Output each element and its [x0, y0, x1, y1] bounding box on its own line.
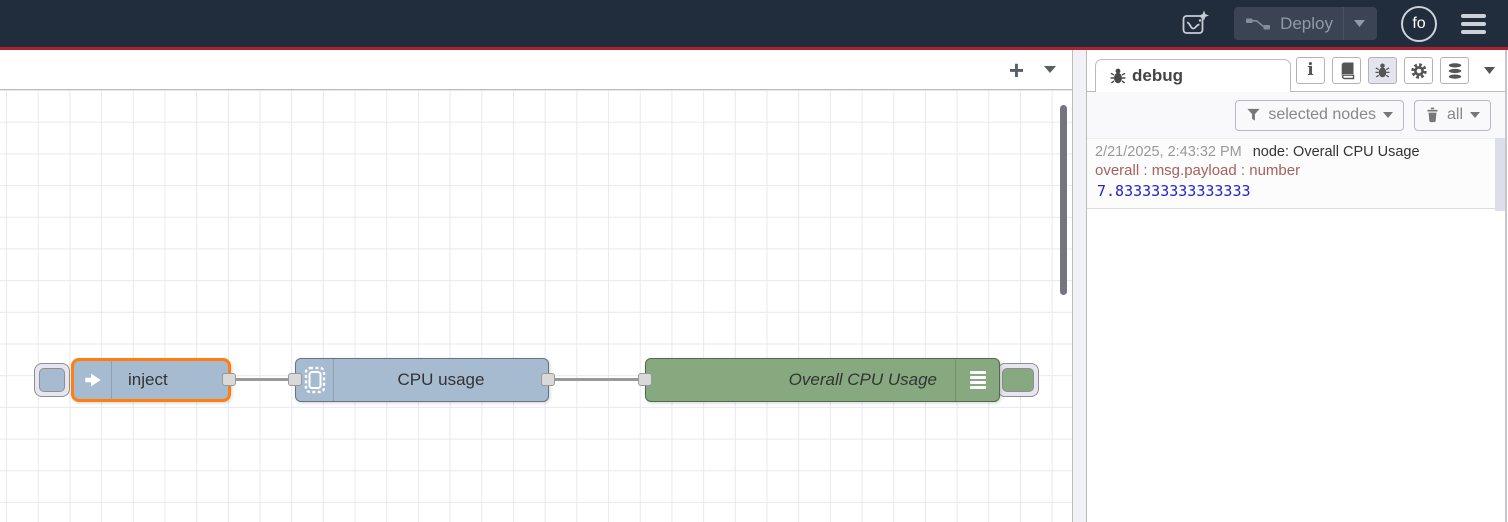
sidebar-dropdown-icon[interactable]	[1484, 67, 1495, 74]
message-value[interactable]: 7.833333333333333	[1097, 182, 1251, 200]
node-overall-cpu-usage[interactable]: Overall CPU Usage	[645, 358, 1000, 402]
tab-debug[interactable]: debug	[1095, 59, 1291, 92]
assistant-button[interactable]	[1180, 9, 1210, 39]
debug-message[interactable]: 2/21/2025, 2:43:32 PM node: Overall CPU …	[1087, 138, 1495, 209]
clear-messages-button[interactable]: all	[1413, 99, 1491, 131]
add-flow-button[interactable]: +	[1008, 54, 1024, 85]
hamburger-icon	[1461, 13, 1486, 34]
port-output[interactable]	[222, 373, 236, 386]
debug-toggle-button[interactable]	[997, 363, 1039, 397]
database-icon	[1446, 61, 1464, 80]
trash-icon	[1425, 107, 1440, 123]
bug-icon	[1109, 67, 1127, 85]
inject-arrow-icon	[74, 361, 112, 399]
assistant-icon	[1180, 9, 1210, 39]
header: Deploy fo	[0, 0, 1508, 47]
config-nodes-button[interactable]	[1404, 57, 1433, 84]
debug-message-list: 2/21/2025, 2:43:32 PM node: Overall CPU …	[1087, 138, 1507, 522]
debug-panel-button[interactable]	[1368, 57, 1397, 84]
filter-nodes-label: selected nodes	[1268, 106, 1376, 123]
node-cpu-usage[interactable]: CPU usage	[295, 358, 549, 402]
workspace: + inject	[0, 50, 1073, 522]
cpu-chip-icon	[296, 359, 334, 401]
sidebar: debug i	[1086, 50, 1507, 522]
chevron-down-icon	[1470, 112, 1480, 118]
sidebar-splitter[interactable]	[1073, 50, 1086, 522]
context-data-button[interactable]	[1440, 57, 1469, 84]
debug-filter-row: selected nodes all	[1087, 92, 1507, 138]
port-input[interactable]	[288, 373, 302, 386]
node-inject[interactable]: inject	[71, 358, 231, 402]
avatar[interactable]: fo	[1401, 5, 1437, 42]
deploy-label: Deploy	[1280, 13, 1333, 33]
node-label: Overall CPU Usage	[788, 370, 937, 389]
tab-debug-label: debug	[1132, 66, 1183, 85]
filter-nodes-button[interactable]: selected nodes	[1235, 99, 1404, 131]
message-timestamp: 2/21/2025, 2:43:32 PM	[1095, 144, 1242, 160]
canvas-scrollbar[interactable]	[1060, 105, 1067, 295]
sidebar-toolbar: i	[1296, 57, 1495, 84]
info-button[interactable]: i	[1296, 57, 1325, 84]
help-button[interactable]	[1332, 57, 1361, 84]
workspace-tabbar: +	[0, 50, 1072, 90]
info-icon: i	[1307, 60, 1314, 80]
deploy-dropdown-icon[interactable]	[1354, 20, 1365, 27]
inject-trigger-button[interactable]	[34, 363, 70, 397]
wire-cpu-to-debug[interactable]	[548, 378, 645, 381]
clear-messages-label: all	[1446, 106, 1463, 123]
deploy-divider	[1343, 7, 1344, 40]
gear-icon	[1410, 62, 1428, 80]
node-label: inject	[128, 370, 168, 389]
debug-output-icon	[955, 359, 999, 401]
menu-button[interactable]	[1461, 13, 1486, 34]
main-area: + inject	[0, 50, 1508, 522]
chevron-down-icon	[1382, 112, 1393, 118]
window-edge	[1505, 50, 1507, 522]
flow-list-dropdown-icon[interactable]	[1044, 66, 1056, 73]
deploy-icon	[1246, 16, 1271, 32]
sidebar-header: debug i	[1087, 50, 1507, 92]
wire-inject-to-cpu[interactable]	[229, 378, 299, 381]
message-node-name: node: Overall CPU Usage	[1252, 144, 1420, 160]
debug-scrollbar[interactable]	[1495, 138, 1507, 211]
funnel-icon	[1246, 108, 1261, 122]
flow-canvas[interactable]: inject CPU usage Overall CPU Usage	[0, 90, 1072, 522]
bug-icon	[1374, 62, 1391, 79]
node-label: CPU usage	[397, 370, 485, 389]
message-property[interactable]: overall : msg.payload : number	[1095, 162, 1301, 179]
header-accent-line	[0, 47, 1508, 50]
book-icon	[1338, 61, 1356, 80]
deploy-button[interactable]: Deploy	[1234, 7, 1377, 40]
port-input[interactable]	[638, 373, 652, 386]
port-output[interactable]	[541, 373, 555, 386]
